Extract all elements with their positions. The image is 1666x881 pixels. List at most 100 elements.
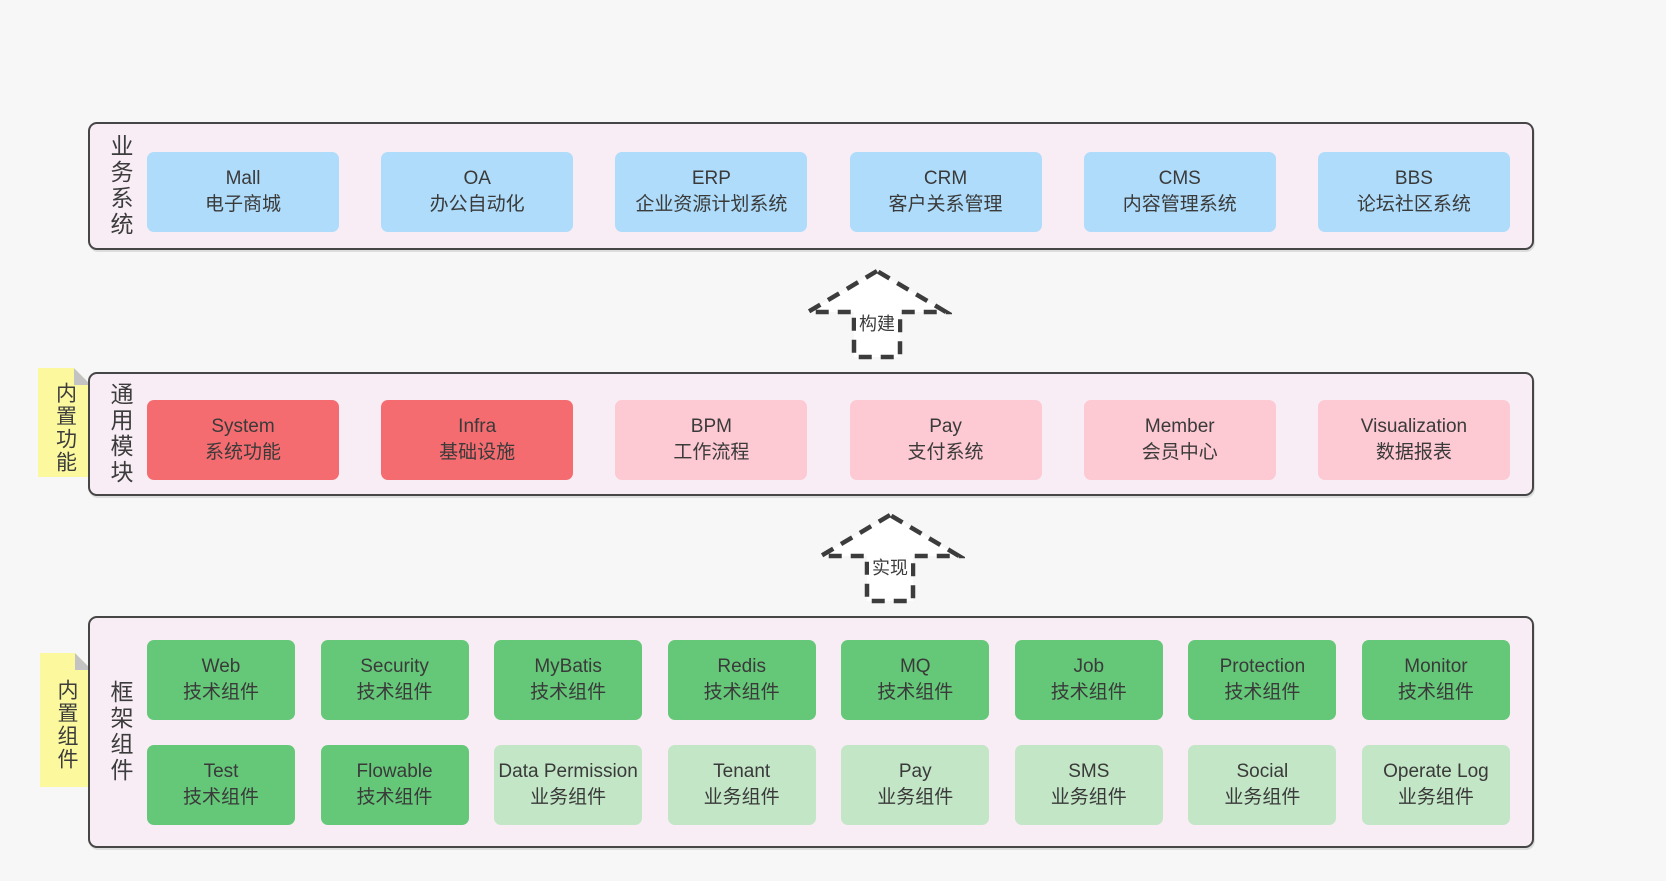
module-name: ERP xyxy=(691,168,731,189)
module-box-oa: OA 办公自动化 xyxy=(381,152,574,232)
module-desc: 业务组件 xyxy=(1224,786,1301,808)
module-desc: 业务组件 xyxy=(703,786,780,808)
build-arrow: 构建 xyxy=(802,268,952,360)
module-desc: 技术组件 xyxy=(356,786,433,808)
module-box-flowable: Flowable 技术组件 xyxy=(320,744,469,825)
module-name: Social xyxy=(1236,760,1289,782)
builtin-components-sticky-label: 内置组件 xyxy=(55,679,78,771)
module-box-bpm: BPM 工作流程 xyxy=(615,400,808,480)
module-box-mybatis: MyBatis 技术组件 xyxy=(494,639,643,720)
builtin-components-sticky-note: 内置组件 xyxy=(40,653,92,787)
modules-band-label: 通用模块 xyxy=(107,382,133,486)
module-name: Tenant xyxy=(713,760,771,782)
implement-arrow-label: 实现 xyxy=(869,554,911,580)
module-desc: 基础设施 xyxy=(439,442,516,463)
module-name: System xyxy=(211,416,275,437)
module-name: Security xyxy=(360,655,429,677)
module-name: BPM xyxy=(690,416,732,437)
module-desc: 技术组件 xyxy=(877,681,954,703)
module-box-member: Member 会员中心 xyxy=(1083,400,1276,480)
module-name: Mall xyxy=(225,168,261,189)
module-desc: 办公自动化 xyxy=(429,194,525,215)
module-name: Member xyxy=(1144,416,1215,437)
module-desc: 电子商城 xyxy=(204,194,281,215)
module-desc: 技术组件 xyxy=(1050,681,1127,703)
module-box-operate-log: Operate Log 业务组件 xyxy=(1361,744,1510,825)
implement-arrow: 实现 xyxy=(815,512,965,604)
module-name: CMS xyxy=(1158,168,1201,189)
module-name: MQ xyxy=(899,655,931,677)
business-band-label: 业务系统 xyxy=(107,134,133,238)
module-desc: 企业资源计划系统 xyxy=(635,194,788,215)
module-box-system: System 系统功能 xyxy=(147,400,339,480)
module-box-social: Social 业务组件 xyxy=(1188,744,1337,825)
module-box-monitor: Monitor 技术组件 xyxy=(1361,639,1510,720)
module-desc: 业务组件 xyxy=(1050,786,1127,808)
module-desc: 系统功能 xyxy=(204,442,281,463)
common-modules-band: 通用模块 System 系统功能 Infra 基础设施 BPM 工作流程 Pay 支付系统 Me… xyxy=(88,372,1534,496)
components-band-label: 框架组件 xyxy=(107,680,133,784)
module-desc: 会员中心 xyxy=(1141,442,1218,463)
builtin-features-sticky-note: 内置功能 xyxy=(38,368,91,477)
module-desc: 技术组件 xyxy=(356,681,433,703)
module-desc: 技术组件 xyxy=(182,786,259,808)
module-name: Data Permission xyxy=(498,760,638,782)
module-desc: 业务组件 xyxy=(530,786,607,808)
module-desc: 技术组件 xyxy=(530,681,607,703)
module-box-mq: MQ 技术组件 xyxy=(841,639,990,720)
modules-row: System 系统功能 Infra 基础设施 BPM 工作流程 Pay 支付系统 Member 会… xyxy=(147,400,1510,480)
module-desc: 内容管理系统 xyxy=(1122,194,1237,215)
module-box-data-permission: Data Permission 业务组件 xyxy=(494,744,643,825)
module-name: OA xyxy=(463,168,491,189)
module-box-sms: SMS 业务组件 xyxy=(1014,744,1163,825)
module-name: Operate Log xyxy=(1383,760,1489,782)
module-desc: 技术组件 xyxy=(1224,681,1301,703)
module-box-tenant: Tenant 业务组件 xyxy=(667,744,816,825)
module-box-protection: Protection 技术组件 xyxy=(1188,639,1337,720)
module-box-infra: Infra 基础设施 xyxy=(381,400,574,480)
module-desc: 业务组件 xyxy=(877,786,954,808)
module-name: BBS xyxy=(1394,168,1433,189)
module-name: Monitor xyxy=(1404,655,1468,677)
module-name: SMS xyxy=(1068,760,1110,782)
module-desc: 技术组件 xyxy=(703,681,780,703)
module-box-pay: Pay 支付系统 xyxy=(849,400,1042,480)
module-box-mall: Mall 电子商城 xyxy=(147,152,339,232)
module-box-redis: Redis 技术组件 xyxy=(667,639,816,720)
module-name: Visualization xyxy=(1360,416,1468,437)
module-box-bbs: BBS 论坛社区系统 xyxy=(1317,152,1510,232)
module-box-pay: Pay 业务组件 xyxy=(841,744,990,825)
module-desc: 论坛社区系统 xyxy=(1356,194,1471,215)
module-name: Flowable xyxy=(356,760,433,782)
module-name: Pay xyxy=(898,760,932,782)
module-box-job: Job 技术组件 xyxy=(1014,639,1163,720)
module-name: Redis xyxy=(717,655,766,677)
module-name: Protection xyxy=(1219,655,1306,677)
module-box-visualization: Visualization 数据报表 xyxy=(1317,400,1510,480)
module-name: Infra xyxy=(458,416,497,437)
builtin-features-sticky-label: 内置功能 xyxy=(53,381,77,474)
module-name: MyBatis xyxy=(534,655,602,677)
module-name: Web xyxy=(201,655,241,677)
module-desc: 业务组件 xyxy=(1397,786,1474,808)
module-box-erp: ERP 企业资源计划系统 xyxy=(615,152,808,232)
module-desc: 客户关系管理 xyxy=(888,194,1003,215)
module-box-security: Security 技术组件 xyxy=(320,639,469,720)
module-desc: 技术组件 xyxy=(1397,681,1474,703)
module-desc: 数据报表 xyxy=(1375,442,1452,463)
module-box-cms: CMS 内容管理系统 xyxy=(1083,152,1276,232)
module-desc: 工作流程 xyxy=(673,442,750,463)
module-name: Pay xyxy=(929,416,962,437)
module-desc: 支付系统 xyxy=(907,442,984,463)
module-name: Job xyxy=(1073,655,1105,677)
